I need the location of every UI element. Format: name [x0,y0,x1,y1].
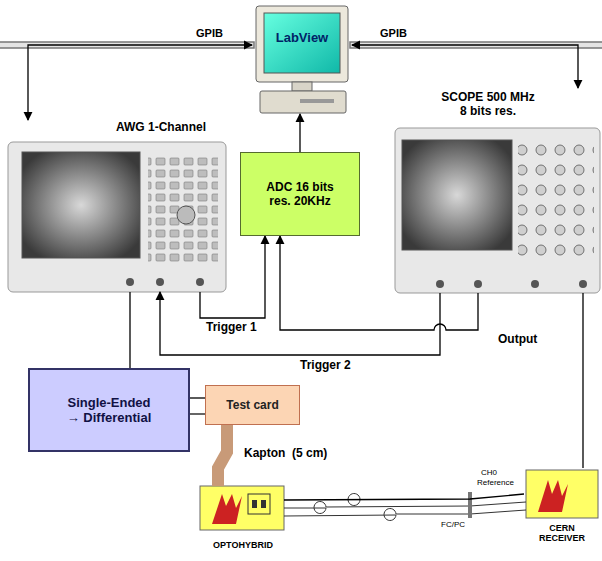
channel-label: CH0 [480,468,498,477]
awg-knob [177,206,195,224]
awg-device [8,142,226,292]
connector [531,280,539,288]
fc-pc-connector [468,492,472,518]
receiver-node: CERN RECEIVER [524,468,600,558]
board [200,486,284,530]
connector [436,280,444,288]
connector [284,494,524,500]
channel-label: Reference [476,478,515,487]
node-text: OPTOHYBRID [198,540,288,550]
optohybrid-board [200,486,284,530]
fiber [284,502,526,514]
node-text: CERN RECEIVER [530,523,594,543]
chip-pin [261,500,266,508]
node-text: SCOPE 500 MHz 8 bits res. [438,90,538,118]
drive-slot [300,99,334,103]
awg-body [8,142,226,292]
connector [582,293,583,468]
connector [28,45,252,120]
awg-screen [22,152,140,258]
connector [200,236,265,318]
chip-pin [252,500,257,508]
bus-label: GPIB [380,27,407,39]
converter-box: Single-Ended → Differential [28,368,190,452]
node-text: LabView [252,30,352,45]
fiber [284,508,526,520]
connector [352,45,578,88]
signal-label: Kapton (5 cm) [244,446,327,460]
connector [160,292,440,355]
chip [248,494,270,514]
signal-label: Output [498,332,537,346]
awg-node: AWG 1-Channel [8,120,226,292]
node-text: ADC 16 bits res. 20KHz [258,180,342,208]
connector [156,278,164,286]
signal-label: Trigger 1 [206,320,257,334]
signal-label: Trigger 2 [300,358,351,372]
connector [474,280,482,288]
node-text: Single-Ended → Differential [63,395,155,425]
connector [299,114,300,152]
connector [280,236,478,330]
adc-box: ADC 16 bits res. 20KHz [240,152,360,236]
kapton-cable [218,425,227,486]
monitor-neck [292,82,312,91]
scope-device [395,128,600,293]
scope-screen [402,140,512,250]
test-card-box: Test card [205,385,300,425]
connector [196,278,204,286]
connector [129,292,130,368]
node-text: AWG 1-Channel [116,120,206,134]
computer-case [260,91,346,113]
connector [579,280,587,288]
scope-knobs [518,140,594,260]
connector-label: FC/PC [440,520,466,529]
connector [190,397,205,398]
bus-label: GPIB [196,27,223,39]
scope-body [395,128,600,293]
node-text: Test card [226,398,278,412]
computer [256,6,348,113]
laser-logo [212,494,242,524]
computer-node: LabView [252,6,352,114]
receiver-board [526,470,598,518]
detector-logo [538,480,568,512]
wire [190,413,205,414]
optohybrid-node: OPTOHYBRID [198,484,288,552]
connector [126,278,134,286]
board [526,470,598,518]
awg-buttons [148,154,218,262]
scope-node: SCOPE 500 MHz 8 bits res. [392,88,600,293]
